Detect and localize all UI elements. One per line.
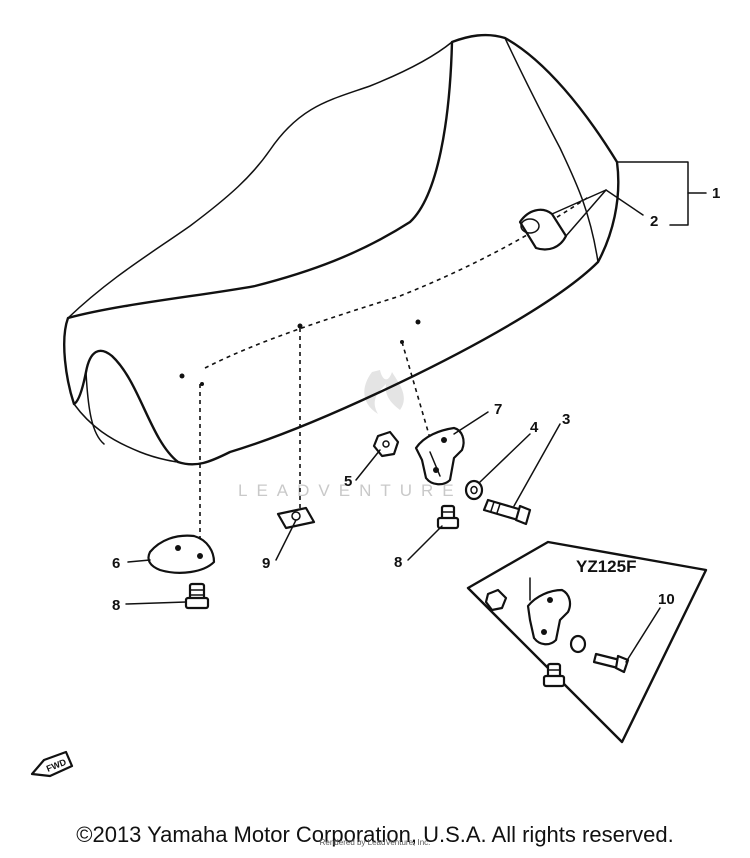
render-credit: Rendered by LeadVenture, Inc. <box>319 838 431 847</box>
callout-9: 9 <box>262 555 270 572</box>
variant-label: YZ125F <box>576 557 636 576</box>
watermark-text: LEADVENTURE <box>238 481 463 500</box>
callout-2: 2 <box>650 213 658 230</box>
callout-10: 10 <box>658 591 675 608</box>
part-9-clip <box>276 506 316 530</box>
callout-8-front: 8 <box>112 597 120 614</box>
assembly-lines <box>199 328 435 544</box>
part-3-bolt <box>482 498 532 526</box>
part-7-bracket <box>414 426 465 486</box>
callout-1: 1 <box>712 185 720 202</box>
part-6-bracket <box>147 534 216 574</box>
seat-assembly <box>63 33 620 466</box>
callout-5: 5 <box>344 473 352 490</box>
part-2-emblem <box>518 189 607 251</box>
leader-lines <box>125 411 561 605</box>
callout-4: 4 <box>530 419 539 436</box>
callout-3: 3 <box>562 411 570 428</box>
variant-inset: YZ125F <box>466 540 708 744</box>
callout-1-bracket <box>605 161 707 226</box>
watermark: LEADVENTURE <box>238 370 463 500</box>
part-8-bolt-rear <box>436 504 460 530</box>
callout-labels: 1 2 7 4 3 5 6 9 8 8 10 <box>112 185 720 614</box>
callout-6: 6 <box>112 555 120 572</box>
forward-arrow-icon: FWD <box>30 750 74 778</box>
callout-7: 7 <box>494 401 502 418</box>
part-8-bolt-front <box>184 582 210 610</box>
copyright-notice: ©2013 Yamaha Motor Corporation, U.S.A. A… <box>76 822 674 847</box>
part-4-washer <box>464 479 484 501</box>
callout-8-rear: 8 <box>394 554 402 571</box>
